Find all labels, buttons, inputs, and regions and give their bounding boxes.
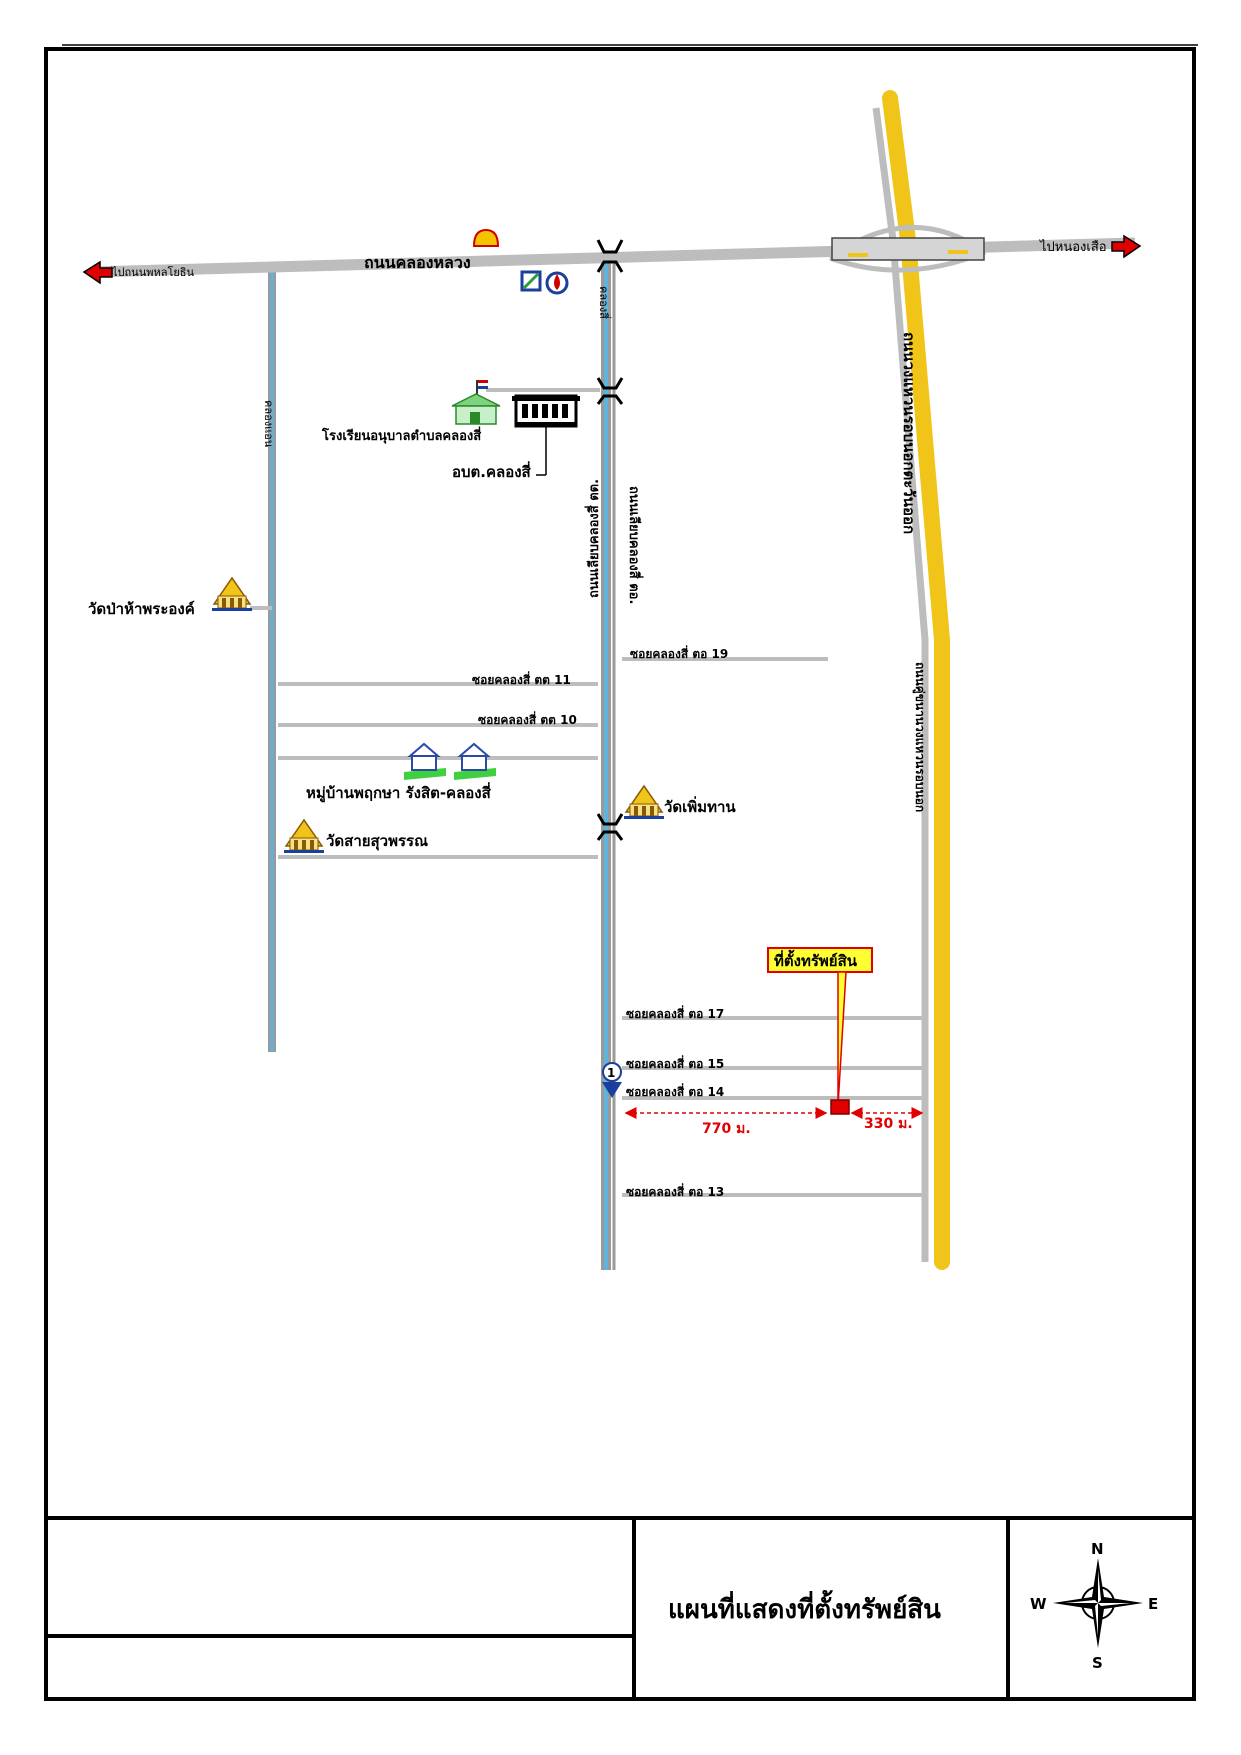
temple-icon-wat-pa bbox=[212, 576, 252, 611]
label-highway-frontage: ถนนคู่ขนานวงแหวนรอบนอก bbox=[912, 662, 927, 812]
temple-icon-wat-phoem bbox=[624, 784, 664, 819]
location-pin-icon: 1 bbox=[602, 1062, 622, 1098]
label-property: ที่ตั้งทรัพย์สิน bbox=[774, 949, 858, 970]
label-highway: ถนนวงแหวนรอบนอกตะวันออก bbox=[900, 332, 918, 534]
label-distance-east: 330 ม. bbox=[864, 1116, 913, 1132]
label-canal-west: คลองแอน bbox=[262, 400, 275, 448]
label-to-east: ไปหนองเสือ bbox=[1039, 239, 1107, 255]
village-houses-icon bbox=[404, 742, 496, 780]
side-roads bbox=[250, 388, 924, 1197]
label-canal-klong4: คลองสี่ bbox=[597, 286, 612, 319]
bridge-icons bbox=[596, 239, 624, 841]
canal-klong4 bbox=[601, 252, 616, 1270]
compass-s: S bbox=[1092, 1654, 1103, 1672]
map-frame bbox=[44, 47, 1196, 1701]
pin-number: 1 bbox=[607, 1066, 615, 1080]
government-building-icon bbox=[512, 394, 580, 428]
label-wat-pa: วัดป่าห้าพระองค์ bbox=[88, 600, 195, 618]
compass-w: W bbox=[1030, 1595, 1047, 1613]
east-arrow-icon bbox=[1111, 234, 1142, 259]
title-block bbox=[46, 1516, 1194, 1699]
label-wat-sai: วัดสายสุวพรรณ bbox=[326, 832, 428, 851]
label-obt: อบต.คลองสี่ bbox=[452, 461, 532, 481]
label-frontage-upper: ถนนเลียบคลองสี่ ตต. bbox=[584, 479, 602, 598]
property-marker bbox=[830, 1099, 850, 1115]
property-sign: ที่ตั้งทรัพย์สิน bbox=[767, 947, 873, 1107]
compass-n: N bbox=[1091, 1540, 1104, 1558]
label-wat-phoem: วัดเพิ่มทาน bbox=[664, 796, 736, 816]
highway-east bbox=[882, 90, 950, 1270]
label-main-road: ถนนคลองหลวง bbox=[364, 253, 471, 272]
label-village: หมู่บ้านพฤกษา รังสิต-คลองสี่ bbox=[306, 782, 492, 803]
label-distance-west: 770 ม. bbox=[702, 1121, 751, 1137]
label-soi-to19: ซอยคลองสี่ ตอ 19 bbox=[630, 645, 728, 661]
compass-e: E bbox=[1148, 1595, 1158, 1613]
school-icon bbox=[451, 380, 501, 425]
temple-icon-wat-sai bbox=[284, 818, 324, 853]
label-soi-to14: ซอยคลองสี่ ตอ 14 bbox=[626, 1083, 724, 1099]
ptt-station-icon bbox=[545, 271, 569, 295]
compass-rose-icon bbox=[1053, 1558, 1143, 1648]
label-soi-to13: ซอยคลองสี่ ตอ 13 bbox=[626, 1183, 724, 1199]
label-soi-to17: ซอยคลองสี่ ตอ 17 bbox=[626, 1005, 724, 1021]
west-arrow-icon bbox=[82, 260, 113, 285]
label-soi-to15: ซอยคลองสี่ ตอ 15 bbox=[626, 1055, 724, 1071]
label-to-west: ไปถนนพหลโยธิน bbox=[111, 265, 195, 279]
shell-station-icon bbox=[472, 228, 500, 247]
interchange bbox=[828, 225, 987, 273]
label-soi-tt10: ซอยคลองสี่ ตต 10 bbox=[478, 711, 577, 727]
label-frontage-lower: ถนนเลียบคลองสี่ ตอ. bbox=[626, 486, 644, 604]
label-soi-tt11: ซอยคลองสี่ ตต 11 bbox=[472, 671, 571, 687]
label-school: โรงเรียนอนุบาลตำบลคลองสี่ bbox=[321, 426, 481, 444]
map-title: แผนที่แสดงที่ตั้งทรัพย์สิน bbox=[668, 1589, 941, 1625]
highway-frontage-road bbox=[872, 107, 929, 1262]
